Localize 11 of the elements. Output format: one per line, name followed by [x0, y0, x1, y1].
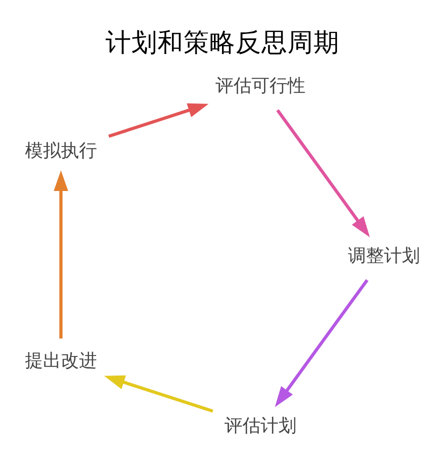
arrow: [274, 278, 368, 407]
arrow: [276, 108, 370, 237]
arrow: [108, 102, 209, 138]
diagram-title: 计划和策略反思周期: [106, 27, 340, 58]
arrow: [104, 374, 214, 412]
arrow: [54, 170, 68, 338]
node-text: 评估可行性: [216, 75, 306, 96]
node-text: 调整计划: [348, 245, 420, 266]
node-text: 提出改进: [24, 350, 97, 372]
node-text: 模拟执行: [24, 140, 97, 162]
node-text: 评估计划: [224, 414, 297, 436]
